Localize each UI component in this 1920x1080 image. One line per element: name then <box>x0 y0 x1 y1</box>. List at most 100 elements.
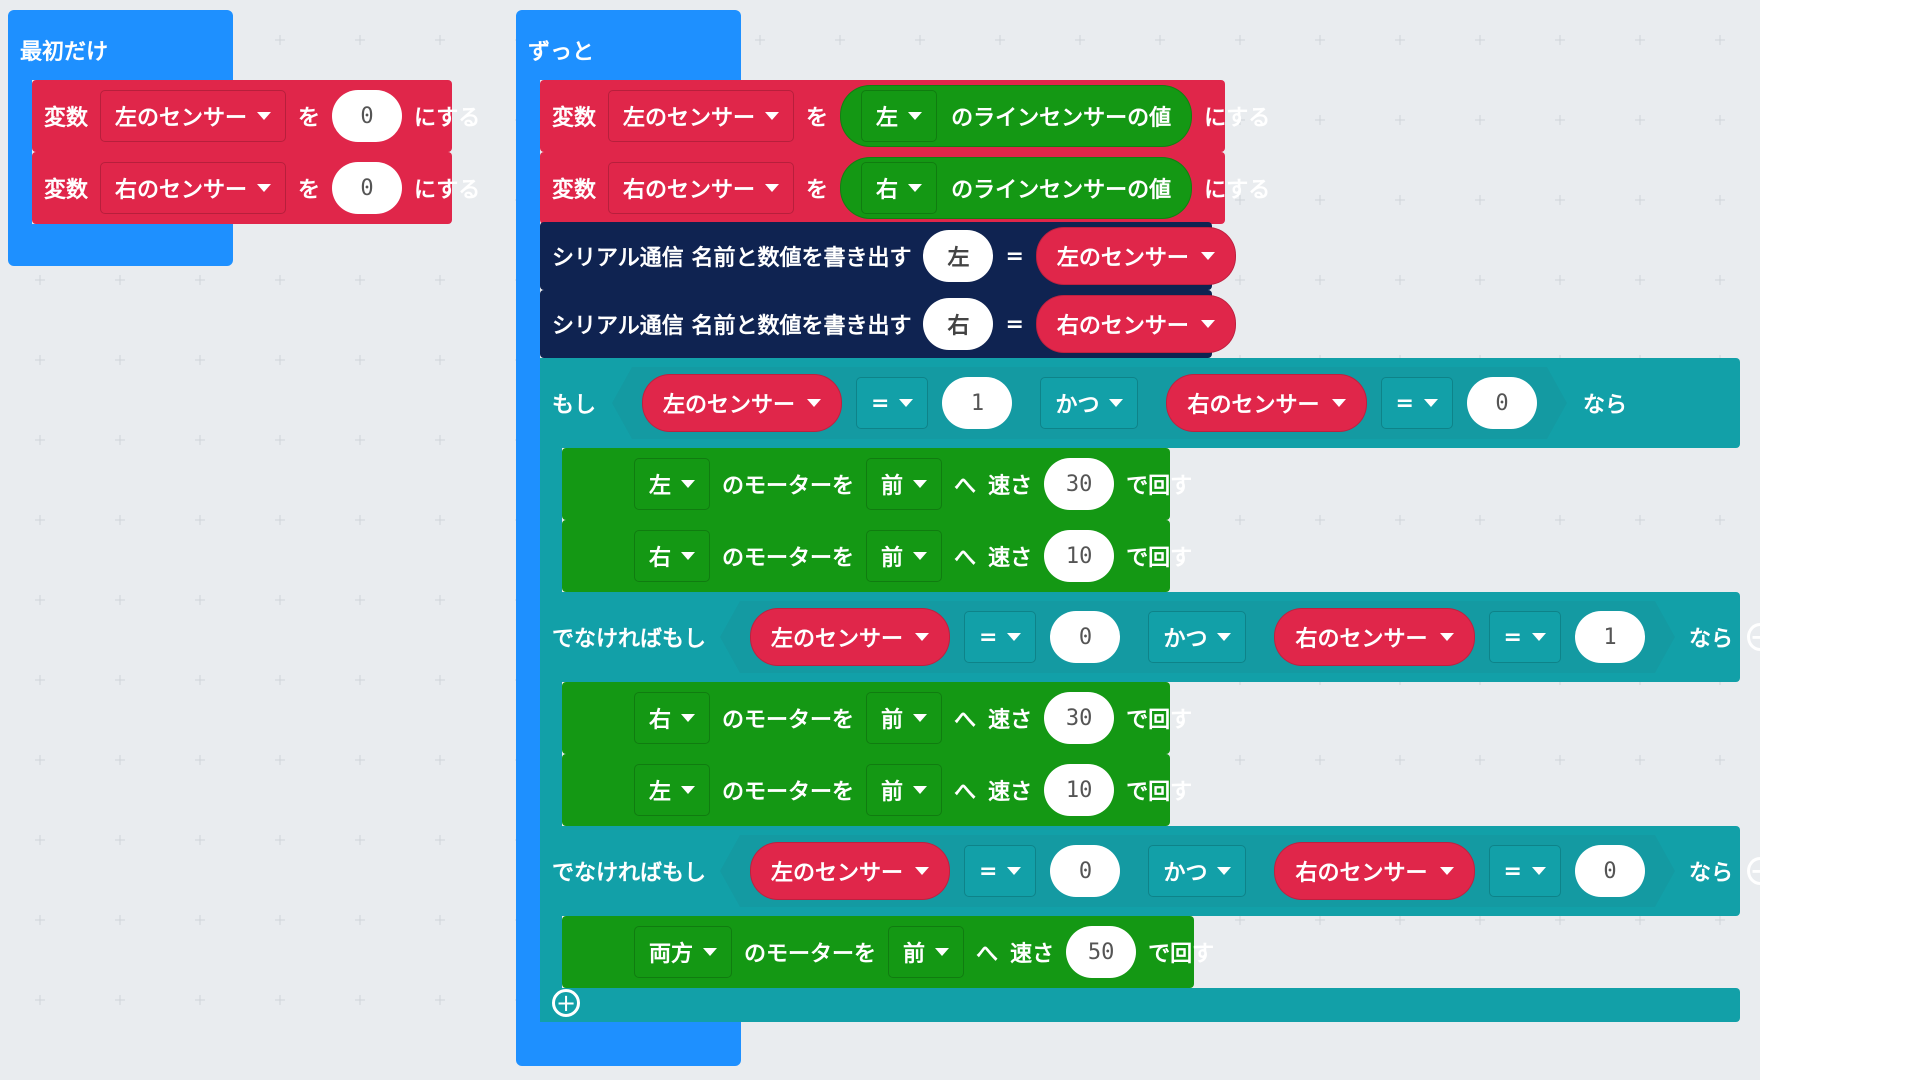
variable-dropdown[interactable]: 左のセンサー <box>608 90 795 142</box>
speed-label: 速さ <box>1010 942 1055 967</box>
variable-dropdown[interactable]: 右のセンサー <box>608 162 795 214</box>
direction-suffix: へ <box>954 474 977 499</box>
line-sensor-text: のラインセンサーの値 <box>951 106 1172 131</box>
forever-footer <box>516 1022 741 1066</box>
variable-reporter[interactable]: 右のセンサー <box>1035 295 1236 353</box>
variable-reporter[interactable]: 左のセンサー <box>750 842 950 900</box>
plus-circle-icon[interactable]: + <box>552 989 580 1017</box>
comparison-operator-dropdown[interactable]: = <box>1489 845 1561 897</box>
speed-input[interactable]: 50 <box>1066 926 1137 978</box>
caret-down-icon <box>935 948 950 956</box>
and-condition[interactable]: 左のセンサー = 0 かつ 右のセンサー = 1 <box>720 601 1675 673</box>
speed-input[interactable]: 30 <box>1044 692 1115 744</box>
sensor-side-label: 左 <box>876 106 899 131</box>
variable-reporter[interactable]: 左のセンサー <box>750 608 950 666</box>
variable-reporter[interactable]: 左のセンサー <box>642 374 842 432</box>
direction-label: 前 <box>881 708 904 733</box>
motor-block[interactable]: 右 のモーターを 前 へ 速さ 10 で回す <box>562 520 1192 592</box>
value-input[interactable]: 0 <box>332 162 403 214</box>
sensor-side-dropdown[interactable]: 左 <box>861 90 938 142</box>
set-variable-block[interactable]: 変数 左のセンサー を 0 にする <box>32 80 480 152</box>
logic-label: かつ <box>1163 627 1208 652</box>
motor-select-dropdown[interactable]: 両方 <box>634 926 733 978</box>
value-input[interactable]: 0 <box>332 90 403 142</box>
motor-select-dropdown[interactable]: 左 <box>634 458 711 510</box>
else-if-keyword: でなければもし <box>552 861 707 886</box>
logic-operator-dropdown[interactable]: かつ <box>1148 845 1246 897</box>
minus-circle-icon[interactable]: − <box>1746 857 1774 885</box>
motor-block[interactable]: 左 のモーターを 前 へ 速さ 30 で回す <box>562 448 1192 520</box>
operator-label: = <box>1395 390 1414 416</box>
sensor-side-dropdown[interactable]: 右 <box>861 162 938 214</box>
motor-select-label: 両方 <box>649 942 694 967</box>
compare-value-input[interactable]: 0 <box>1467 377 1537 429</box>
variable-reporter[interactable]: 左のセンサー <box>1035 227 1236 285</box>
and-condition[interactable]: 左のセンサー = 0 かつ 右のセンサー = 0 <box>720 835 1675 907</box>
logic-operator-dropdown[interactable]: かつ <box>1148 611 1246 663</box>
variable-dropdown[interactable]: 左のセンサー <box>100 90 287 142</box>
variable-dropdown[interactable]: 右のセンサー <box>100 162 287 214</box>
comparison-operator-dropdown[interactable]: = <box>964 611 1036 663</box>
motor-text: のモーターを <box>722 708 855 733</box>
variable-dropdown-label: 左のセンサー <box>623 106 756 131</box>
motor-text: のモーターを <box>722 780 855 805</box>
variable-reporter-label: 右のセンサー <box>1295 861 1428 886</box>
direction-dropdown[interactable]: 前 <box>888 926 965 978</box>
caret-down-icon <box>1440 633 1454 641</box>
compare-value-input[interactable]: 0 <box>1050 845 1120 897</box>
compare-value-input[interactable]: 0 <box>1575 845 1645 897</box>
on-start-label: 最初だけ <box>20 40 109 65</box>
direction-dropdown[interactable]: 前 <box>866 458 943 510</box>
caret-down-icon <box>257 184 272 192</box>
logic-operator-dropdown[interactable]: かつ <box>1040 377 1138 429</box>
else-if-header[interactable]: でなければもし 左のセンサー = 0 かつ 右のセンサー = 0 なら − <box>540 826 1774 916</box>
variable-reporter[interactable]: 右のセンサー <box>1274 608 1474 666</box>
comparison-operator-dropdown[interactable]: = <box>1489 611 1561 663</box>
and-condition[interactable]: 左のセンサー = 1 かつ 右のセンサー = 0 <box>612 367 1567 439</box>
direction-dropdown[interactable]: 前 <box>866 764 943 816</box>
serial-name-input[interactable]: 右 <box>923 298 994 350</box>
speed-input[interactable]: 10 <box>1044 764 1115 816</box>
set-line-sensor-block[interactable]: 変数 右のセンサー を 右 のラインセンサーの値 にする <box>540 152 1270 224</box>
motor-block[interactable]: 左 のモーターを 前 へ 速さ 10 で回す <box>562 754 1192 826</box>
motor-select-dropdown[interactable]: 右 <box>634 692 711 744</box>
else-if-header[interactable]: でなければもし 左のセンサー = 0 かつ 右のセンサー = 1 なら − <box>540 592 1774 682</box>
caret-down-icon <box>913 552 928 560</box>
motor-select-dropdown[interactable]: 右 <box>634 530 711 582</box>
operator-label: = <box>979 624 998 650</box>
motor-block[interactable]: 両方 のモーターを 前 へ 速さ 50 で回す <box>562 916 1214 988</box>
motor-text: のモーターを <box>744 942 877 967</box>
speed-input[interactable]: 10 <box>1044 530 1115 582</box>
forever-block[interactable]: ずっと <box>516 10 741 80</box>
minus-circle-icon[interactable]: − <box>1746 623 1774 651</box>
line-sensor-reporter[interactable]: 左 のラインセンサーの値 <box>840 85 1193 147</box>
caret-down-icon <box>908 184 923 192</box>
speed-input[interactable]: 30 <box>1044 458 1115 510</box>
direction-dropdown[interactable]: 前 <box>866 692 943 744</box>
serial-name-input[interactable]: 左 <box>923 230 994 282</box>
motor-block[interactable]: 右 のモーターを 前 へ 速さ 30 で回す <box>562 682 1192 754</box>
serial-write-value-block[interactable]: シリアル通信 名前と数値を書き出す 左 = 左のセンサー <box>540 222 1236 290</box>
direction-dropdown[interactable]: 前 <box>866 530 943 582</box>
caret-down-icon <box>915 867 929 875</box>
if-block-footer[interactable]: + <box>540 988 1740 1022</box>
set-prefix: 変数 <box>552 178 597 203</box>
compare-value-input[interactable]: 1 <box>1575 611 1645 663</box>
compare-value-input[interactable]: 0 <box>1050 611 1120 663</box>
compare-value-input[interactable]: 1 <box>942 377 1012 429</box>
blocks-workspace[interactable]: 最初だけ 変数 左のセンサー を 0 にする 変数 右のセンサー を 0 にする… <box>0 0 1774 1080</box>
comparison-operator-dropdown[interactable]: = <box>964 845 1036 897</box>
line-sensor-reporter[interactable]: 右 のラインセンサーの値 <box>840 157 1193 219</box>
on-start-block[interactable]: 最初だけ <box>8 10 233 80</box>
serial-write-value-block[interactable]: シリアル通信 名前と数値を書き出す 右 = 右のセンサー <box>540 290 1236 358</box>
caret-down-icon <box>1332 399 1346 407</box>
comparison-operator-dropdown[interactable]: = <box>1381 377 1453 429</box>
variable-reporter[interactable]: 右のセンサー <box>1274 842 1474 900</box>
caret-down-icon <box>1532 633 1546 641</box>
if-header[interactable]: もし 左のセンサー = 1 かつ 右のセンサー = 0 なら <box>540 358 1740 448</box>
set-variable-block[interactable]: 変数 右のセンサー を 0 にする <box>32 152 480 224</box>
set-line-sensor-block[interactable]: 変数 左のセンサー を 左 のラインセンサーの値 にする <box>540 80 1270 152</box>
motor-select-dropdown[interactable]: 左 <box>634 764 711 816</box>
variable-reporter[interactable]: 右のセンサー <box>1166 374 1366 432</box>
comparison-operator-dropdown[interactable]: = <box>856 377 928 429</box>
